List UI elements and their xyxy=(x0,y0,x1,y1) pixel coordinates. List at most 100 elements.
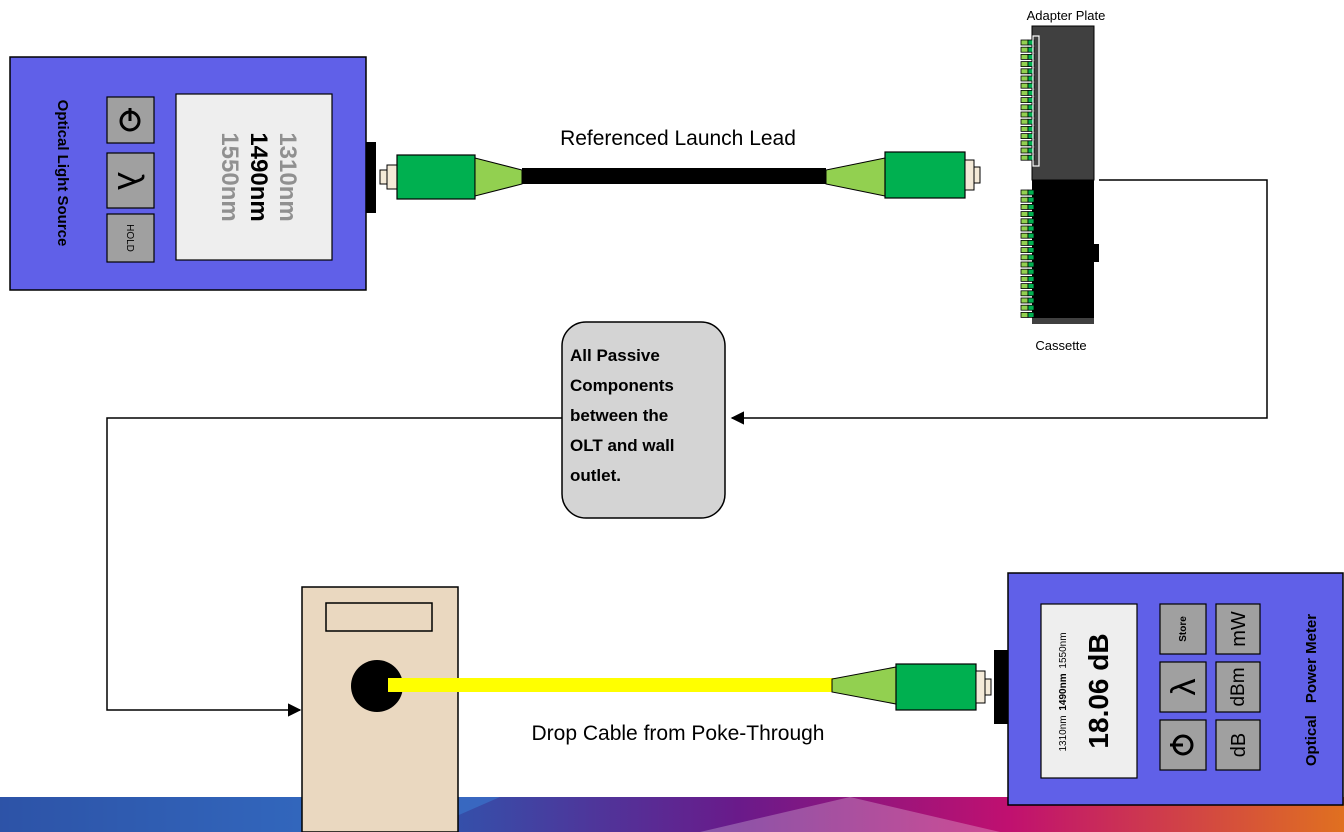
panel-port xyxy=(1020,311,1029,318)
panel-port xyxy=(1027,247,1035,254)
panel-port xyxy=(1020,140,1029,147)
panel-port xyxy=(1020,75,1029,82)
drop-cable: Drop Cable from Poke-Through xyxy=(388,663,992,745)
lambda-icon: λ xyxy=(110,172,151,190)
light-source-label: Optical Light Source xyxy=(54,100,71,247)
panel-port xyxy=(1027,97,1035,103)
panel-port xyxy=(1020,261,1029,268)
cassette xyxy=(1032,180,1094,318)
hold-button[interactable]: HOLD xyxy=(106,213,155,263)
panel-port xyxy=(1020,118,1029,125)
optical-light-source: Optical Light Source λ HOLD 1310nm 1490n… xyxy=(9,56,376,291)
callout-line-2: Components xyxy=(570,376,674,395)
meter-lambda-icon: λ xyxy=(1165,679,1203,696)
panel-port xyxy=(1027,218,1035,225)
panel-port xyxy=(1020,68,1029,75)
adapter-plate xyxy=(1031,25,1095,181)
panel-port xyxy=(1027,311,1035,318)
panel-port xyxy=(1027,290,1035,297)
drop-cable-fiber xyxy=(388,678,834,692)
panel-port xyxy=(1020,97,1029,103)
panel-port xyxy=(1020,304,1029,311)
panel-port xyxy=(1020,90,1029,96)
panel-port xyxy=(1020,290,1029,297)
panel-port xyxy=(1027,254,1035,261)
panel-port xyxy=(1020,225,1029,232)
cassette-ports xyxy=(1020,189,1035,318)
store-label: Store xyxy=(1178,616,1189,642)
power-meter-label: Optical Power Meter xyxy=(1303,614,1320,766)
power-icon xyxy=(119,108,141,132)
passive-components-callout: All Passive Components between the OLT a… xyxy=(561,321,726,519)
drop-cable-label: Drop Cable from Poke-Through xyxy=(532,722,825,745)
unit-db-button[interactable]: dB xyxy=(1215,719,1261,771)
panel-port xyxy=(1027,196,1035,203)
panel-port xyxy=(1027,126,1035,132)
store-button[interactable]: Store xyxy=(1159,603,1207,655)
wall-outlet xyxy=(301,586,459,832)
panel-port xyxy=(1020,133,1029,140)
panel-port xyxy=(1027,283,1035,290)
panel-port xyxy=(1027,140,1035,147)
wavelength-1490: 1490nm xyxy=(245,132,272,221)
outlet-port xyxy=(351,660,403,712)
panel-port xyxy=(1020,232,1029,239)
panel-port xyxy=(1027,203,1035,210)
panel-port xyxy=(1027,268,1035,275)
callout-line-3: between the xyxy=(570,406,668,425)
panel-port xyxy=(1020,247,1029,254)
panel-port xyxy=(1020,297,1029,304)
meter-power-button[interactable] xyxy=(1159,719,1207,771)
panel-port xyxy=(1027,118,1035,125)
panel-port xyxy=(1027,61,1035,67)
launch-lead-label: Referenced Launch Lead xyxy=(560,127,796,150)
panel-port xyxy=(1027,147,1035,154)
panel-port xyxy=(1027,304,1035,311)
panel-port xyxy=(1027,275,1035,282)
unit-dbm-button[interactable]: dBm xyxy=(1215,661,1261,713)
panel-port xyxy=(1027,68,1035,75)
panel-port xyxy=(1027,189,1035,196)
panel-port xyxy=(1027,297,1035,304)
panel-port xyxy=(1020,104,1029,111)
callout-line-4: OLT and wall xyxy=(570,436,675,455)
panel-port xyxy=(1020,254,1029,261)
power-meter-port xyxy=(994,650,1008,724)
panel-port xyxy=(1027,90,1035,96)
callout-line-1: All Passive xyxy=(570,346,660,365)
panel-port xyxy=(1027,39,1035,46)
hold-label: HOLD xyxy=(124,224,135,252)
launch-lead-cable xyxy=(522,168,826,184)
fiber-route-left xyxy=(106,417,562,717)
cassette-label: Cassette xyxy=(1035,338,1086,353)
panel-port xyxy=(1020,218,1029,225)
meter-reading: 18.06 dB xyxy=(1083,633,1114,748)
panel-port xyxy=(1020,82,1029,89)
panel-port xyxy=(1020,283,1029,290)
launch-lead: Referenced Launch Lead xyxy=(379,127,981,200)
optical-power-meter: 1310nm 1490nm 1550nm 18.06 dB Store λ mW xyxy=(994,572,1344,806)
panel-port xyxy=(1027,75,1035,82)
panel-port xyxy=(1020,203,1029,210)
wavelength-button[interactable]: λ xyxy=(106,152,155,209)
panel-port xyxy=(1020,147,1029,154)
adapter-plate-label: Adapter Plate xyxy=(1027,8,1106,23)
outlet-label-slot xyxy=(325,602,433,632)
light-source-display xyxy=(175,93,333,261)
panel-port xyxy=(1020,189,1029,196)
adapter-ports xyxy=(1020,35,1040,167)
meter-wavelength-button[interactable]: λ xyxy=(1159,661,1207,713)
panel-port xyxy=(1027,111,1035,118)
wavelength-1550: 1550nm xyxy=(216,132,243,221)
panel-port xyxy=(1020,54,1029,60)
panel-port xyxy=(1020,111,1029,118)
panel-port xyxy=(1020,154,1029,161)
power-button[interactable] xyxy=(106,96,155,144)
unit-mw-button[interactable]: mW xyxy=(1215,603,1261,655)
panel-port xyxy=(1020,126,1029,132)
panel-port xyxy=(1027,154,1035,161)
fiber-route-right xyxy=(730,179,1268,425)
panel-port xyxy=(1027,104,1035,111)
wavelength-1310: 1310nm xyxy=(274,132,301,221)
svg-text:All Passive Components: All Passive Components between the OLT a… xyxy=(570,346,679,485)
